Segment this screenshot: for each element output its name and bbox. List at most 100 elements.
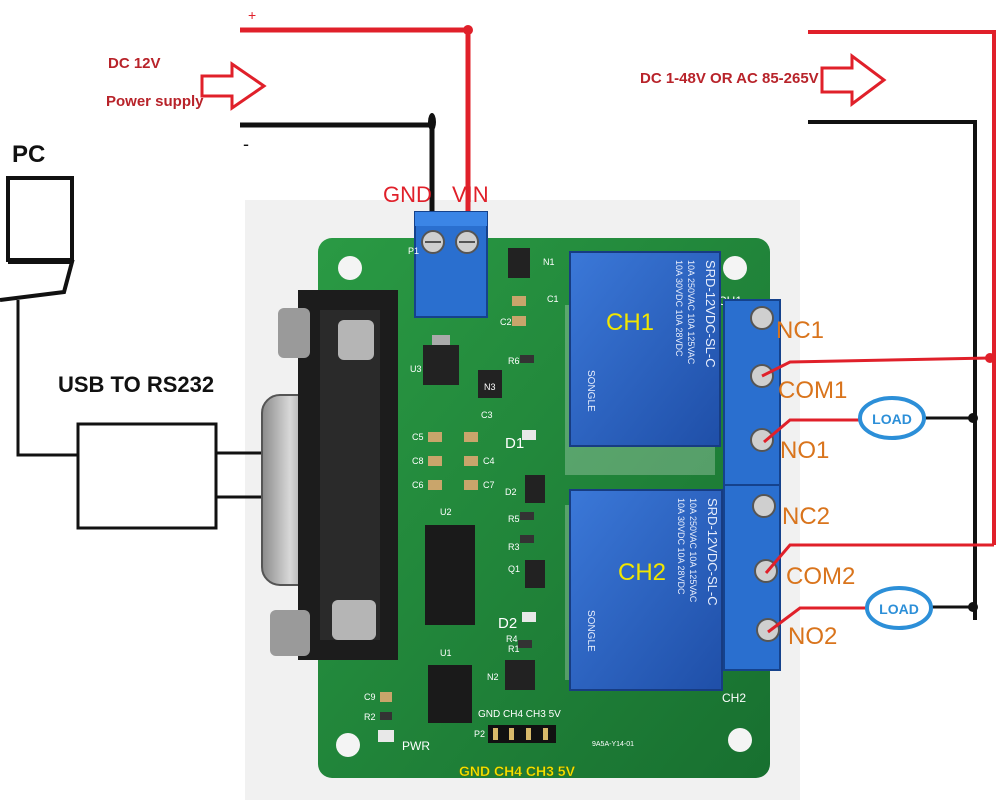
power-label-line2: Power supply <box>106 93 204 110</box>
transistor-n2 <box>505 660 535 690</box>
load-arrow-icon <box>820 53 887 107</box>
silk-c4: C4 <box>483 456 495 466</box>
relay-ch1-rating-1: 10A 250VAC 10A 125VAC <box>686 260 696 365</box>
relay-ch2-label: CH2 <box>618 559 666 586</box>
com1-wire <box>761 356 991 378</box>
silk-r2: R2 <box>364 712 376 722</box>
transistor-n1 <box>508 248 530 278</box>
relay-ch1: SRD-12VDC-SL-C 10A 250VAC 10A 125VAC 10A… <box>565 251 721 475</box>
terminal-nc2: NC2 <box>782 503 830 530</box>
silk-u3: U3 <box>410 364 422 374</box>
load-supply-group: DC 1-48V OR AC 85-265V <box>640 30 996 620</box>
terminal-com1: COM1 <box>778 377 847 404</box>
mounting-hole-br <box>728 728 752 752</box>
terminal-nc1: NC1 <box>776 317 824 344</box>
db9-connector <box>261 290 398 660</box>
load-supply-label: DC 1-48V OR AC 85-265V <box>640 70 819 87</box>
silk-n3: N3 <box>484 382 496 392</box>
transistor-q2 <box>525 475 545 503</box>
resistor-r4 <box>518 640 532 648</box>
capacitor-c2 <box>512 316 526 326</box>
plus-sign: + <box>248 7 256 23</box>
header-p2 <box>488 725 556 743</box>
pc-keyboard-icon <box>0 260 75 302</box>
pc-usb-cable <box>16 300 78 457</box>
relay-ch2-model: SRD-12VDC-SL-C <box>705 498 720 606</box>
relay-ch2-body <box>569 489 723 691</box>
silk-p1: P1 <box>408 246 419 256</box>
pc-group: PC USB TO RS232 <box>0 141 270 530</box>
regulator-tab <box>432 335 450 345</box>
capacitor-c6 <box>428 480 442 490</box>
silk-d2: D2 <box>505 487 517 497</box>
no2-wire <box>767 606 866 634</box>
silk-ch2-edge: CH2 <box>722 691 746 705</box>
transistor-q1 <box>525 560 545 588</box>
power-arrow-icon <box>200 61 267 111</box>
silk-c6: C6 <box>412 480 424 490</box>
capacitor-array <box>378 296 536 742</box>
silk-c9: C9 <box>364 692 376 702</box>
terminal-no2: NO2 <box>788 623 837 650</box>
silkscreen-labels: U3 C1 C2 C3 C4 C5 C6 C7 C8 N1 N2 N3 R1 R… <box>364 246 746 753</box>
resistor-r6 <box>520 355 534 363</box>
load-supply-black-wire <box>808 120 977 620</box>
header-bottom-label: GND CH4 CH3 5V <box>459 763 576 779</box>
silk-r6: R6 <box>508 356 520 366</box>
relay-ch1-rating-2: 10A 30VDC 10A 28VDC <box>674 260 684 357</box>
load-1-label: LOAD <box>872 411 912 427</box>
db9-screw-top <box>278 308 310 358</box>
capacitor-c4 <box>464 456 478 466</box>
silk-u1: U1 <box>440 648 452 658</box>
pc-label: PC <box>12 141 45 168</box>
silk-part-no: 9A5A-Y14-01 <box>592 741 634 748</box>
relay-ch1-label: CH1 <box>606 309 654 336</box>
power-terminal-top <box>415 212 487 226</box>
relay-board: GND VIN <box>261 182 781 778</box>
silk-r4: R4 <box>506 634 518 644</box>
resistor-r2 <box>380 712 392 720</box>
power-terminal-body <box>414 211 488 318</box>
silk-header-top: GND CH4 CH3 5V <box>478 709 561 720</box>
pc-monitor-icon <box>6 176 74 262</box>
relay-ch2-brand: SONGLE <box>585 610 596 652</box>
resistor-r3 <box>520 535 534 543</box>
silk-d1: D1 <box>505 435 524 452</box>
relay-ch2-rating-1: 10A 250VAC 10A 125VAC <box>688 498 698 603</box>
silk-u2: U2 <box>440 507 452 517</box>
capacitor-c8 <box>428 456 442 466</box>
db9-screw-bottom <box>270 610 310 656</box>
relay-ch2-rating-2: 10A 30VDC 10A 28VDC <box>676 498 686 595</box>
silk-c7: C7 <box>483 480 495 490</box>
terminal-no1: NO1 <box>780 437 829 464</box>
relay-ch1-model: SRD-12VDC-SL-C <box>703 260 718 368</box>
positive-junction-dot <box>463 25 473 35</box>
led-pwr <box>378 730 394 742</box>
header-pin-ch3 <box>526 728 531 740</box>
power-input-group: + - DC 12V Power supply <box>106 7 473 240</box>
silk-r1: R1 <box>508 644 520 654</box>
capacitor-c7 <box>464 480 478 490</box>
transistor-n3 <box>478 370 502 398</box>
silk-c3: C3 <box>481 410 493 420</box>
load-1 <box>858 396 926 440</box>
header-base <box>488 725 556 743</box>
load-wiring: LOAD LOAD <box>761 356 994 634</box>
no2-screw-icon <box>756 618 780 642</box>
header-pin-ch4 <box>509 728 514 740</box>
output-terminal-block <box>723 299 781 671</box>
capacitor-c5 <box>428 432 442 442</box>
nc1-screw-icon <box>750 306 774 330</box>
relay-ch1-markings: SRD-12VDC-SL-C 10A 250VAC 10A 125VAC 10A… <box>585 260 718 412</box>
silk-r3: R3 <box>508 542 520 552</box>
mounting-hole-bl <box>336 733 360 757</box>
header-pin-5v <box>543 728 548 740</box>
capacitor-c3 <box>464 432 478 442</box>
usb-rs232-converter-box <box>76 422 218 530</box>
minus-sign: - <box>243 134 249 154</box>
resistor-r5 <box>520 512 534 520</box>
silk-q1: Q1 <box>508 564 520 574</box>
silk-pwr: PWR <box>402 739 430 753</box>
